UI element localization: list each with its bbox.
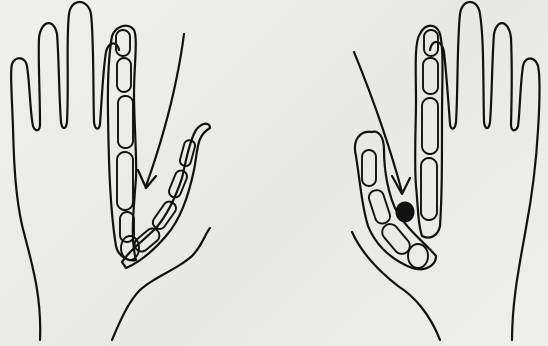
right-index-bones: [421, 30, 438, 220]
left-hand-outline: [11, 2, 119, 340]
right-target-marker: [396, 202, 414, 222]
left-arrow: [138, 34, 184, 188]
right-hand-outline: [430, 2, 540, 340]
left-hand-panel: [11, 2, 210, 340]
left-index-bones: [116, 30, 134, 242]
right-hand-panel: [352, 2, 540, 340]
left-palm-edge: [112, 228, 210, 340]
right-palm-edge: [352, 232, 440, 340]
